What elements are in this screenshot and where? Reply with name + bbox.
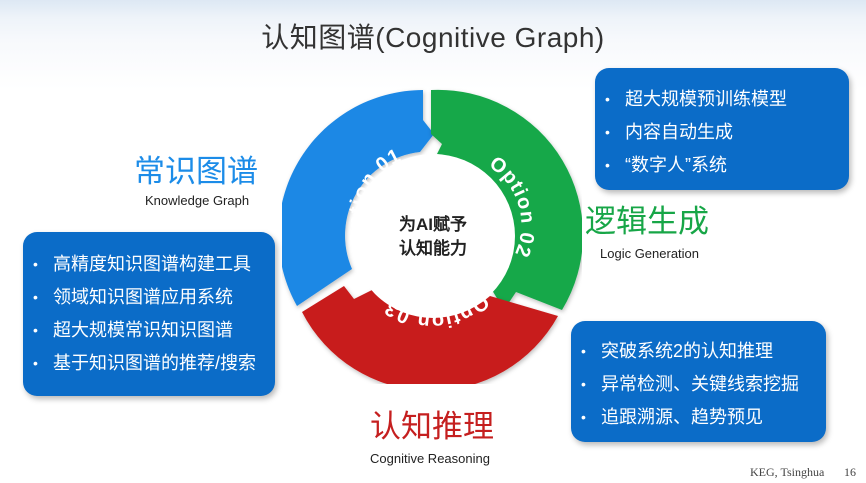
logic-subtitle: Logic Generation (600, 246, 700, 261)
knowledge-item-1: 高精度知识图谱构建工具 (23, 248, 275, 281)
segment-option-01 (282, 90, 434, 306)
reasoning-item-3: 追跟溯源、趋势预见 (571, 401, 826, 434)
knowledge-item-4: 基于知识图谱的推荐/搜索 (23, 347, 275, 380)
page-title: 认知图谱(Cognitive Graph) (0, 16, 866, 56)
reasoning-subtitle: Cognitive Reasoning (370, 451, 490, 466)
cycle-diagram: Option 01 Option 02 Option 03 (282, 89, 582, 384)
center-disk (351, 154, 515, 318)
knowledge-list: 高精度知识图谱构建工具 领域知识图谱应用系统 超大规模常识知识图谱 基于知识图谱… (23, 248, 275, 380)
knowledge-item-2: 领域知识图谱应用系统 (23, 281, 275, 314)
page-number: 16 (844, 465, 856, 479)
footer-org: KEG, Tsinghua (750, 465, 825, 479)
title-en: (Cognitive Graph) (375, 22, 605, 53)
title-cn: 认知图谱 (261, 22, 376, 53)
reasoning-heading: 认知推理 (370, 409, 494, 444)
knowledge-box: 高精度知识图谱构建工具 领域知识图谱应用系统 超大规模常识知识图谱 基于知识图谱… (23, 232, 275, 396)
reasoning-list: 突破系统2的认知推理 异常检测、关键线索挖掘 追跟溯源、趋势预见 (571, 335, 826, 434)
segment-option-03 (302, 286, 558, 384)
reasoning-item-1: 突破系统2的认知推理 (571, 335, 826, 368)
logic-item-3: “数字人”系统 (595, 149, 849, 182)
knowledge-item-3: 超大规模常识知识图谱 (23, 314, 275, 347)
center-caption: 为AI赋予 认知能力 (378, 213, 488, 261)
knowledge-subtitle: Knowledge Graph (145, 193, 250, 208)
logic-item-2: 内容自动生成 (595, 116, 849, 149)
center-line-1: 为AI赋予 (399, 215, 467, 234)
logic-box: 超大规模预训练模型 内容自动生成 “数字人”系统 (595, 68, 849, 190)
reasoning-item-2: 异常检测、关键线索挖掘 (571, 368, 826, 401)
logic-item-1: 超大规模预训练模型 (595, 83, 849, 116)
center-line-2: 认知能力 (399, 239, 467, 258)
logic-list: 超大规模预训练模型 内容自动生成 “数字人”系统 (595, 83, 849, 182)
logic-heading: 逻辑生成 (585, 204, 709, 239)
knowledge-heading: 常识图谱 (134, 154, 258, 189)
reasoning-box: 突破系统2的认知推理 异常检测、关键线索挖掘 追跟溯源、趋势预见 (571, 321, 826, 442)
